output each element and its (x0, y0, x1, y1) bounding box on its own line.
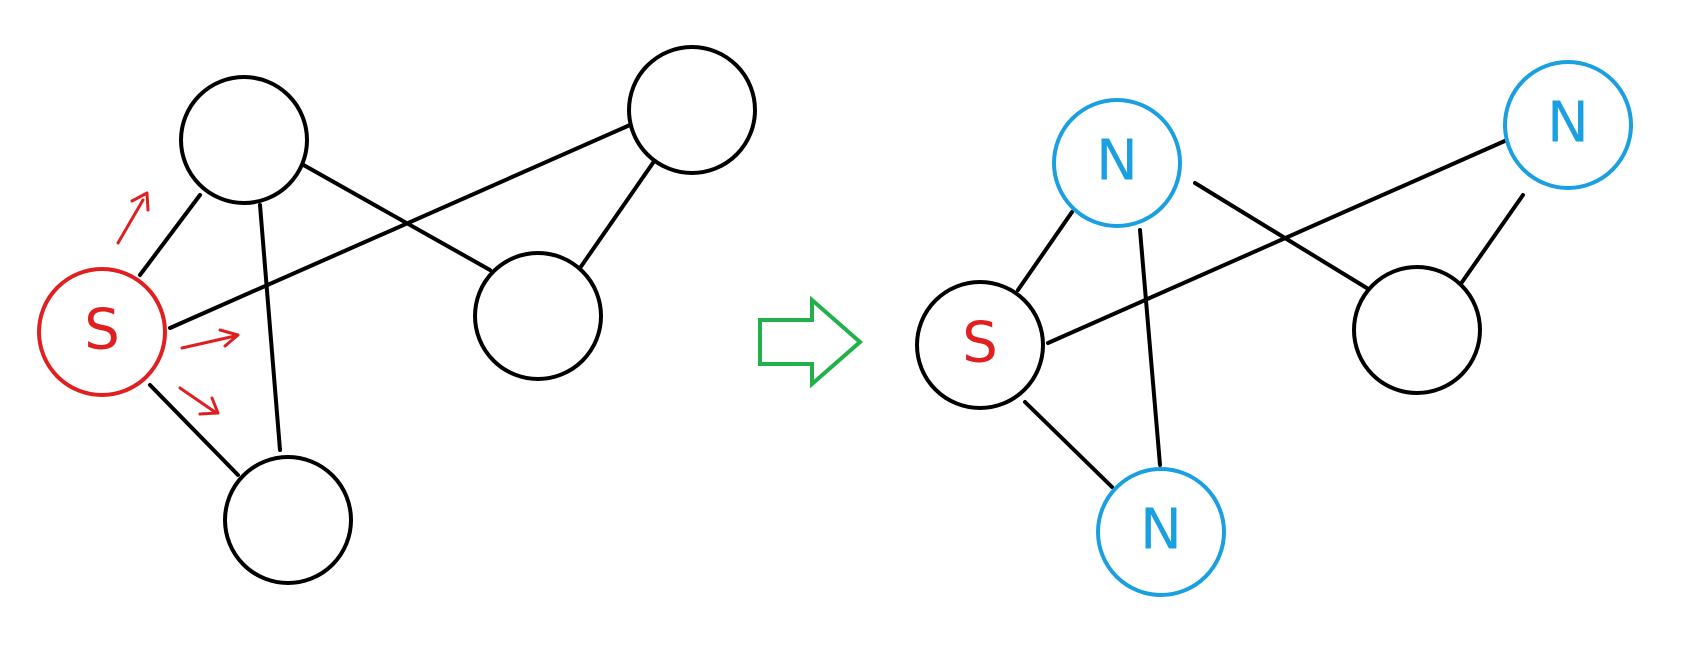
right-edge-s-a (1016, 210, 1074, 292)
direction-arrow-up-icon (116, 191, 150, 245)
right-node-b-label: N (1547, 91, 1589, 156)
right-graph: S N N N (915, 60, 1633, 597)
right-node-start (915, 280, 1045, 410)
left-node-d (223, 455, 353, 585)
left-node-a (179, 75, 309, 205)
left-edge-a-d (258, 203, 282, 452)
left-direction-arrows (116, 191, 240, 416)
right-node-d-label: N (1140, 498, 1182, 563)
direction-arrow-right-icon (180, 328, 240, 350)
right-edge-b-c (1458, 193, 1525, 287)
left-node-start (37, 267, 167, 397)
right-edge-a-d (1138, 228, 1162, 467)
left-node-start-label: S (84, 298, 120, 363)
left-graph: S (37, 45, 757, 585)
right-edge-a-c (1193, 181, 1372, 292)
direction-arrow-down-icon (178, 386, 220, 416)
left-edge-s-d (148, 383, 240, 477)
right-node-a-label: N (1096, 129, 1138, 194)
right-node-c (1352, 265, 1482, 395)
left-edge-s-a (138, 193, 202, 277)
right-node-a (1052, 98, 1182, 228)
right-edge-s-b (1046, 138, 1509, 345)
right-node-d (1096, 467, 1226, 597)
right-arrow-icon (758, 295, 864, 389)
left-node-c (473, 251, 603, 381)
left-edge-b-c (578, 158, 657, 270)
left-edge-s-b (168, 123, 632, 330)
right-edge-s-d (1023, 400, 1114, 489)
left-node-b (627, 45, 757, 175)
right-node-b (1503, 60, 1633, 190)
left-edge-a-c (298, 161, 492, 272)
right-node-start-label: S (962, 311, 998, 376)
